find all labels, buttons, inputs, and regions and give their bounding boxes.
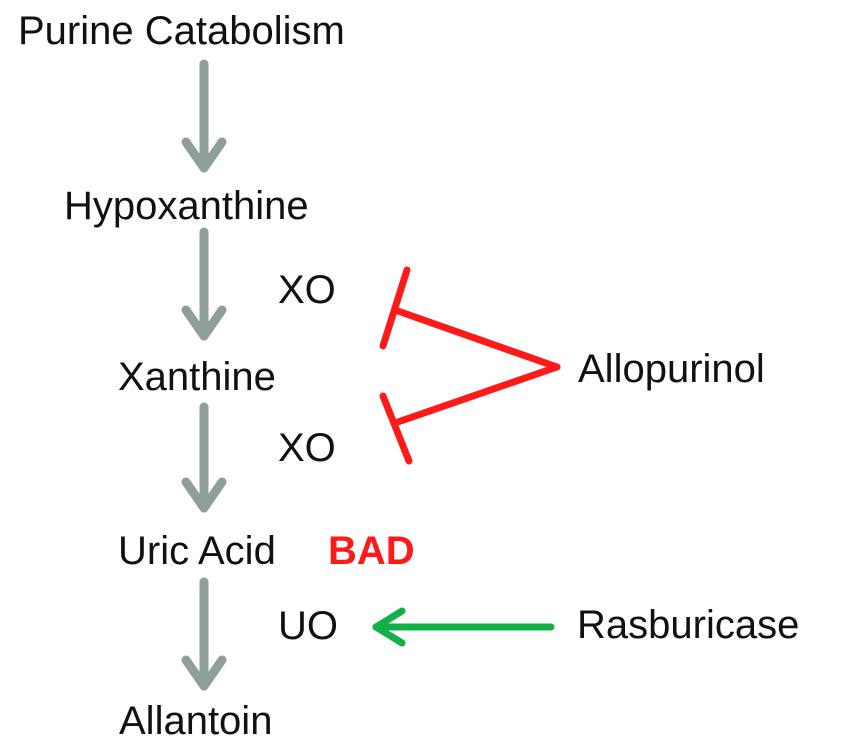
inhibition-allopurinol-xo-1: [379, 266, 561, 371]
node-hypoxanthine: Hypoxanthine: [64, 184, 309, 228]
pathway-arrow-purine-to-hypoxanthine: [181, 59, 227, 173]
node-uric-acid: Uric Acid: [118, 529, 276, 573]
drug-allopurinol: Allopurinol: [578, 347, 765, 391]
drug-rasburicase: Rasburicase: [577, 603, 800, 647]
enzyme-uo: UO: [278, 604, 338, 648]
activation-arrow-rasburicase-to-uo: [372, 607, 555, 647]
enzyme-xo-2: XO: [278, 426, 336, 470]
node-allantoin: Allantoin: [119, 699, 273, 743]
enzyme-xo-1: XO: [278, 268, 336, 312]
inhibition-allopurinol-xo-2: [379, 363, 561, 465]
node-xanthine: Xanthine: [118, 355, 276, 399]
pathway-arrow-xanthine-to-uric-acid: [181, 402, 227, 513]
pathway-arrow-uric-acid-to-allantoin: [181, 577, 227, 691]
annotation-bad: BAD: [328, 529, 415, 573]
node-purine-catabolism: Purine Catabolism: [18, 9, 345, 53]
pathway-arrow-hypoxanthine-to-xanthine: [181, 227, 227, 341]
